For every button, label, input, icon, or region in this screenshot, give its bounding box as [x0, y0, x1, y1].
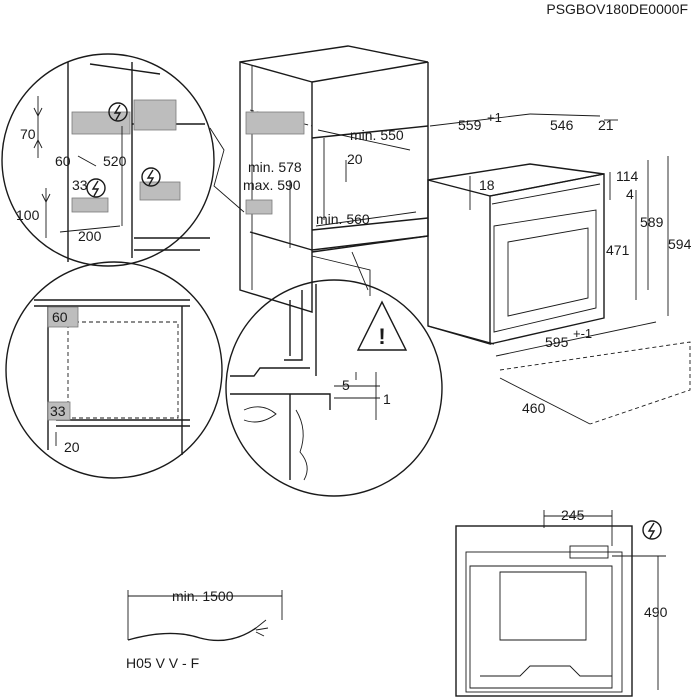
dim-60-bottom: 60: [52, 309, 68, 325]
dim-21: 21: [598, 117, 614, 133]
detail-circle-top: 70 60 520 33 100 200: [1, 53, 215, 267]
dim-589: 589: [640, 214, 664, 230]
dim-595: 595: [545, 334, 569, 350]
dim-200: 200: [78, 228, 102, 244]
dim-max-590: max. 590: [243, 177, 301, 193]
vent-cutout-bottom-lower: [47, 401, 71, 421]
oven-drawing: 559 +1 546 21 18 114 4 589 594 471 595 +…: [427, 110, 692, 425]
cabinet-drawing: min. 550 20 min. 578 max. 590 min. 560: [239, 45, 429, 313]
warning-triangle-icon: !: [356, 300, 408, 351]
dim-33: 33: [72, 177, 88, 193]
dim-490: 490: [644, 604, 668, 620]
vent-cutout-bottom-top: [47, 306, 79, 328]
dim-min-550: min. 550: [350, 127, 404, 143]
document-code: PSGBOV180DE0000F: [546, 1, 688, 17]
ventilation-cutout-top: [71, 111, 131, 135]
dim-20-bottom: 20: [64, 439, 80, 455]
dim-460: 460: [522, 400, 546, 416]
dim-18: 18: [479, 177, 495, 193]
detail-circle-warning: ! 5 1: [225, 279, 443, 497]
electric-hazard-icon: [141, 167, 161, 187]
electric-hazard-icon: [86, 178, 106, 198]
electric-hazard-icon: [642, 520, 662, 540]
ventilation-cutout-lower: [71, 197, 109, 213]
dim-70: 70: [20, 126, 36, 142]
dim-245: 245: [561, 507, 585, 523]
dim-520: 520: [103, 153, 127, 169]
dim-559-tolerance: +1: [487, 110, 502, 125]
dim-60: 60: [55, 153, 71, 169]
dim-min-560: min. 560: [316, 211, 370, 227]
dim-min-578: min. 578: [248, 159, 302, 175]
electric-hazard-icon: [108, 102, 128, 122]
dim-114: 114: [616, 168, 639, 184]
dim-559: 559: [458, 117, 482, 133]
cabinet-vent-cutout: [245, 111, 305, 135]
warning-connector: [351, 251, 369, 291]
dim-100: 100: [16, 207, 40, 223]
svg-text:!: !: [378, 324, 385, 349]
rear-view-drawing: 245 490: [455, 507, 668, 697]
cabinet-vent-cutout-lower: [245, 199, 273, 215]
detail-circle-bottom: 60 33 20: [5, 261, 223, 479]
detail-connector: [209, 127, 245, 213]
power-cable: min. 1500 H05 V V - F: [126, 588, 283, 671]
dim-1: 1: [383, 391, 391, 407]
dim-5: 5: [342, 377, 350, 393]
dim-594: 594: [668, 236, 692, 252]
dim-33-bottom: 33: [50, 403, 66, 419]
dim-595-tolerance: +-1: [573, 326, 592, 341]
dim-20-cabinet: 20: [347, 151, 363, 167]
cable-length-label: min. 1500: [172, 588, 234, 604]
dim-4: 4: [626, 186, 634, 202]
dim-546: 546: [550, 117, 574, 133]
dim-471: 471: [606, 242, 630, 258]
ventilation-cutout-rear: [133, 99, 177, 131]
cable-type-label: H05 V V - F: [126, 655, 199, 671]
